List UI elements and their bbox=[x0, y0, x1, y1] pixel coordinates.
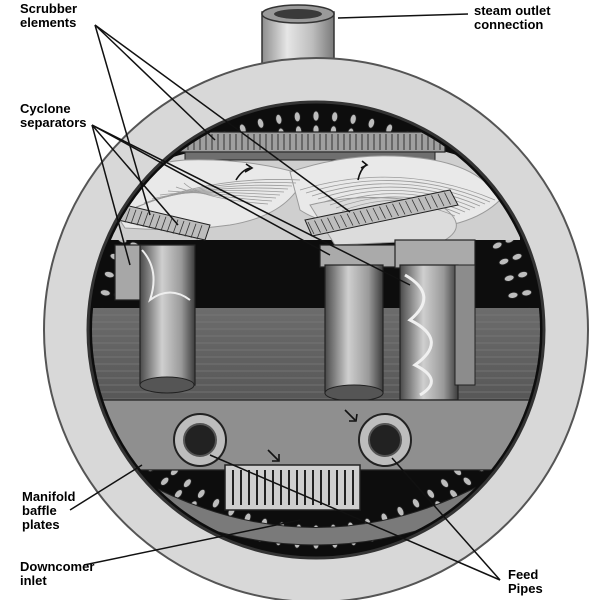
feed-pipe-left bbox=[173, 413, 227, 467]
feed-pipe-right bbox=[358, 413, 412, 467]
label-cyclone-separators: Cyclone separators bbox=[20, 101, 87, 130]
downcomer-grille bbox=[224, 464, 361, 511]
label-manifold-baffle-plates: Manifold baffle plates bbox=[22, 489, 76, 532]
leader-lines bbox=[69, 13, 501, 581]
right-scrubber-pack bbox=[304, 189, 459, 237]
flow-arrows bbox=[235, 160, 369, 462]
label-downcomer-inlet: Downcomer inlet bbox=[20, 559, 95, 588]
label-scrubber-elements: Scrubber elements bbox=[20, 1, 78, 30]
cyclone-right bbox=[394, 239, 476, 401]
scrubber-assembly bbox=[174, 131, 446, 161]
label-steam-outlet: steam outlet connection bbox=[474, 3, 551, 32]
label-feed-pipes: Feed Pipes bbox=[508, 567, 543, 596]
